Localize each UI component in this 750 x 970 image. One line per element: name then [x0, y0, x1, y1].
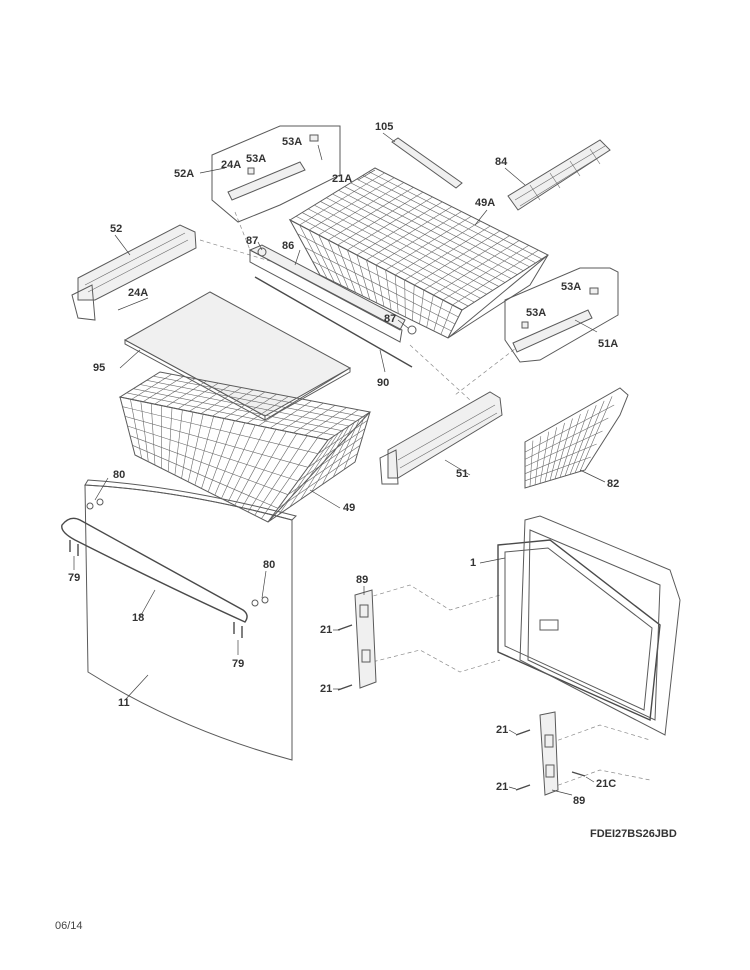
callout-53A-1: 53A	[282, 136, 302, 148]
part-52-slide-rail	[71, 224, 197, 321]
part-89-bracket-right	[539, 711, 559, 796]
callout-52A: 52A	[174, 168, 194, 180]
part-90-rod	[254, 276, 413, 373]
part-51-slide-rail	[379, 391, 503, 485]
callout-21C: 21C	[596, 778, 616, 790]
part-49-lower-basket	[118, 371, 372, 523]
callout-87-1: 87	[246, 235, 258, 247]
callout-21A: 21A	[332, 173, 352, 185]
callout-89-2: 89	[573, 795, 585, 807]
callout-80-2: 80	[263, 559, 275, 571]
callout-labels: 105 53A 53A 24A 52A 21A 84 49A 52 87 86 …	[68, 121, 619, 807]
callout-90: 90	[377, 377, 389, 389]
door-inner-liner	[519, 515, 681, 736]
part-49A-upper-basket	[288, 167, 550, 339]
callout-53A-4: 53A	[526, 307, 546, 319]
revision-date: 06/14	[55, 920, 83, 932]
part-51A-slide-box	[504, 267, 619, 363]
part-1-door-gasket	[497, 539, 661, 722]
callout-21-4: 21	[496, 781, 508, 793]
callout-18: 18	[132, 612, 144, 624]
part-84-divider	[507, 139, 611, 211]
callout-24A-2: 24A	[128, 287, 148, 299]
callout-21-3: 21	[496, 724, 508, 736]
callout-84: 84	[495, 156, 508, 168]
callout-80-1: 80	[113, 469, 125, 481]
callout-21-1: 21	[320, 624, 332, 636]
callout-86: 86	[282, 240, 294, 252]
part-21-screws	[337, 624, 586, 791]
callout-95: 95	[93, 362, 105, 374]
callout-53A-3: 53A	[561, 281, 581, 293]
part-89-bracket-left	[354, 589, 377, 689]
callout-51: 51	[456, 468, 468, 480]
part-52A-slide-box	[199, 125, 341, 223]
callout-87-2: 87	[384, 313, 396, 325]
callout-79-2: 79	[232, 658, 244, 670]
assembly-guides	[199, 211, 651, 791]
model-number: FDEI27BS26JBD	[590, 828, 677, 840]
part-79-screws	[69, 540, 243, 638]
part-95-shelf	[123, 291, 352, 421]
callout-82: 82	[607, 478, 619, 490]
callout-105: 105	[375, 121, 393, 133]
callout-49: 49	[343, 502, 355, 514]
part-105-cross-bar	[391, 137, 463, 189]
callout-21-2: 21	[320, 683, 332, 695]
callout-52: 52	[110, 223, 122, 235]
callout-53A-2: 53A	[246, 153, 266, 165]
callout-49A: 49A	[475, 197, 495, 209]
leader-lines	[73, 132, 595, 796]
callout-24A-1: 24A	[221, 159, 241, 171]
callout-11: 11	[118, 697, 130, 709]
part-82-divider	[524, 387, 629, 489]
callout-79-1: 79	[68, 572, 80, 584]
callout-1: 1	[470, 557, 476, 569]
part-11-drawer-front	[84, 479, 297, 761]
callout-89-1: 89	[356, 574, 368, 586]
callout-51A: 51A	[598, 338, 618, 350]
part-18-handle	[61, 517, 248, 623]
part-86-front-rail	[248, 244, 417, 343]
